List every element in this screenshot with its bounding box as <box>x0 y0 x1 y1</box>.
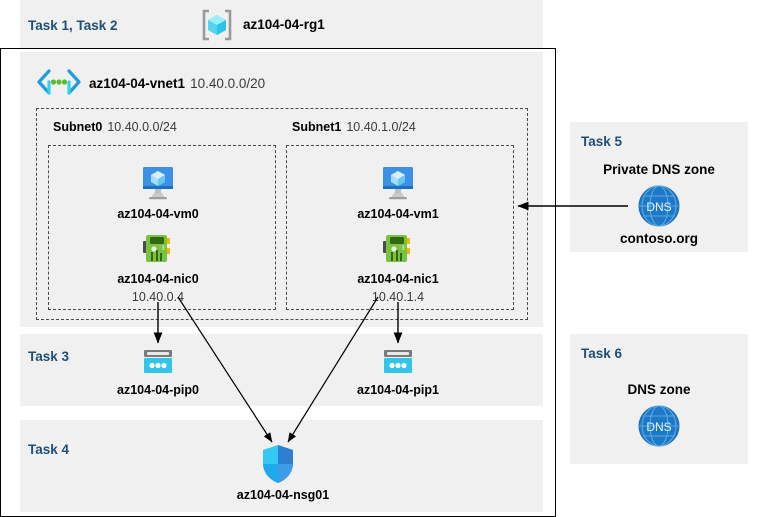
vnet-name: az104-04-vnet1 <box>89 76 186 91</box>
vnet-cidr: 10.40.0.0/20 <box>190 76 266 91</box>
subnet-0-label: Subnet0 10.40.0.0/24 <box>53 120 177 134</box>
dns-zone-icon[interactable]: DNS <box>637 404 681 448</box>
subnet-0-cidr: 10.40.0.0/24 <box>107 120 177 134</box>
private-dns-zone-name: contoso.org <box>620 231 698 246</box>
svg-text:DNS: DNS <box>646 420 671 434</box>
resource-group-header-panel <box>20 0 543 48</box>
task3-panel <box>20 334 543 406</box>
network-security-group-icon[interactable] <box>259 443 297 485</box>
subnet-0-resources-box <box>48 145 276 310</box>
nsg-label: az104-04-nsg01 <box>236 488 330 502</box>
nic-1-ip: 10.40.1.4 <box>371 290 425 304</box>
dns-zone-icon[interactable]: DNS <box>637 184 681 228</box>
subnet-0-name: Subnet0 <box>53 120 103 134</box>
virtual-network-icon <box>36 68 82 96</box>
svg-text:DNS: DNS <box>646 200 671 214</box>
dns-zone-title: DNS zone <box>627 382 691 397</box>
subnet-1-name: Subnet1 <box>292 120 342 134</box>
network-interface-icon[interactable] <box>140 231 176 267</box>
vm-0-label: az104-04-vm0 <box>117 207 199 221</box>
task-label-1-2: Task 1, Task 2 <box>28 18 118 33</box>
task-label-5: Task 5 <box>581 134 623 149</box>
public-ip-address-icon[interactable] <box>381 347 415 377</box>
vm-1-label: az104-04-vm1 <box>357 207 439 221</box>
nic-0-label: az104-04-nic0 <box>117 272 199 286</box>
virtual-machine-icon[interactable] <box>378 162 418 202</box>
network-interface-icon[interactable] <box>380 231 416 267</box>
task-label-3: Task 3 <box>28 349 70 364</box>
private-dns-zone-title: Private DNS zone <box>603 162 715 177</box>
pip-1-label: az104-04-pip1 <box>357 383 439 397</box>
nic-0-ip: 10.40.0.4 <box>131 290 185 304</box>
public-ip-address-icon[interactable] <box>141 347 175 377</box>
vnet-panel <box>20 52 543 327</box>
resource-group-name: az104-04-rg1 <box>243 17 325 32</box>
resource-group-icon <box>200 8 234 42</box>
nic-1-label: az104-04-nic1 <box>357 272 439 286</box>
subnets-container <box>36 108 528 320</box>
task-label-6: Task 6 <box>581 346 623 361</box>
vnet-name-and-cidr: az104-04-vnet1 10.40.0.0/20 <box>89 76 265 91</box>
pip-0-label: az104-04-pip0 <box>117 383 199 397</box>
task-label-4: Task 4 <box>28 442 70 457</box>
subnet-1-cidr: 10.40.1.0/24 <box>346 120 416 134</box>
virtual-machine-icon[interactable] <box>138 162 178 202</box>
subnet-1-resources-box <box>286 145 514 310</box>
subnet-1-label: Subnet1 10.40.1.0/24 <box>292 120 416 134</box>
